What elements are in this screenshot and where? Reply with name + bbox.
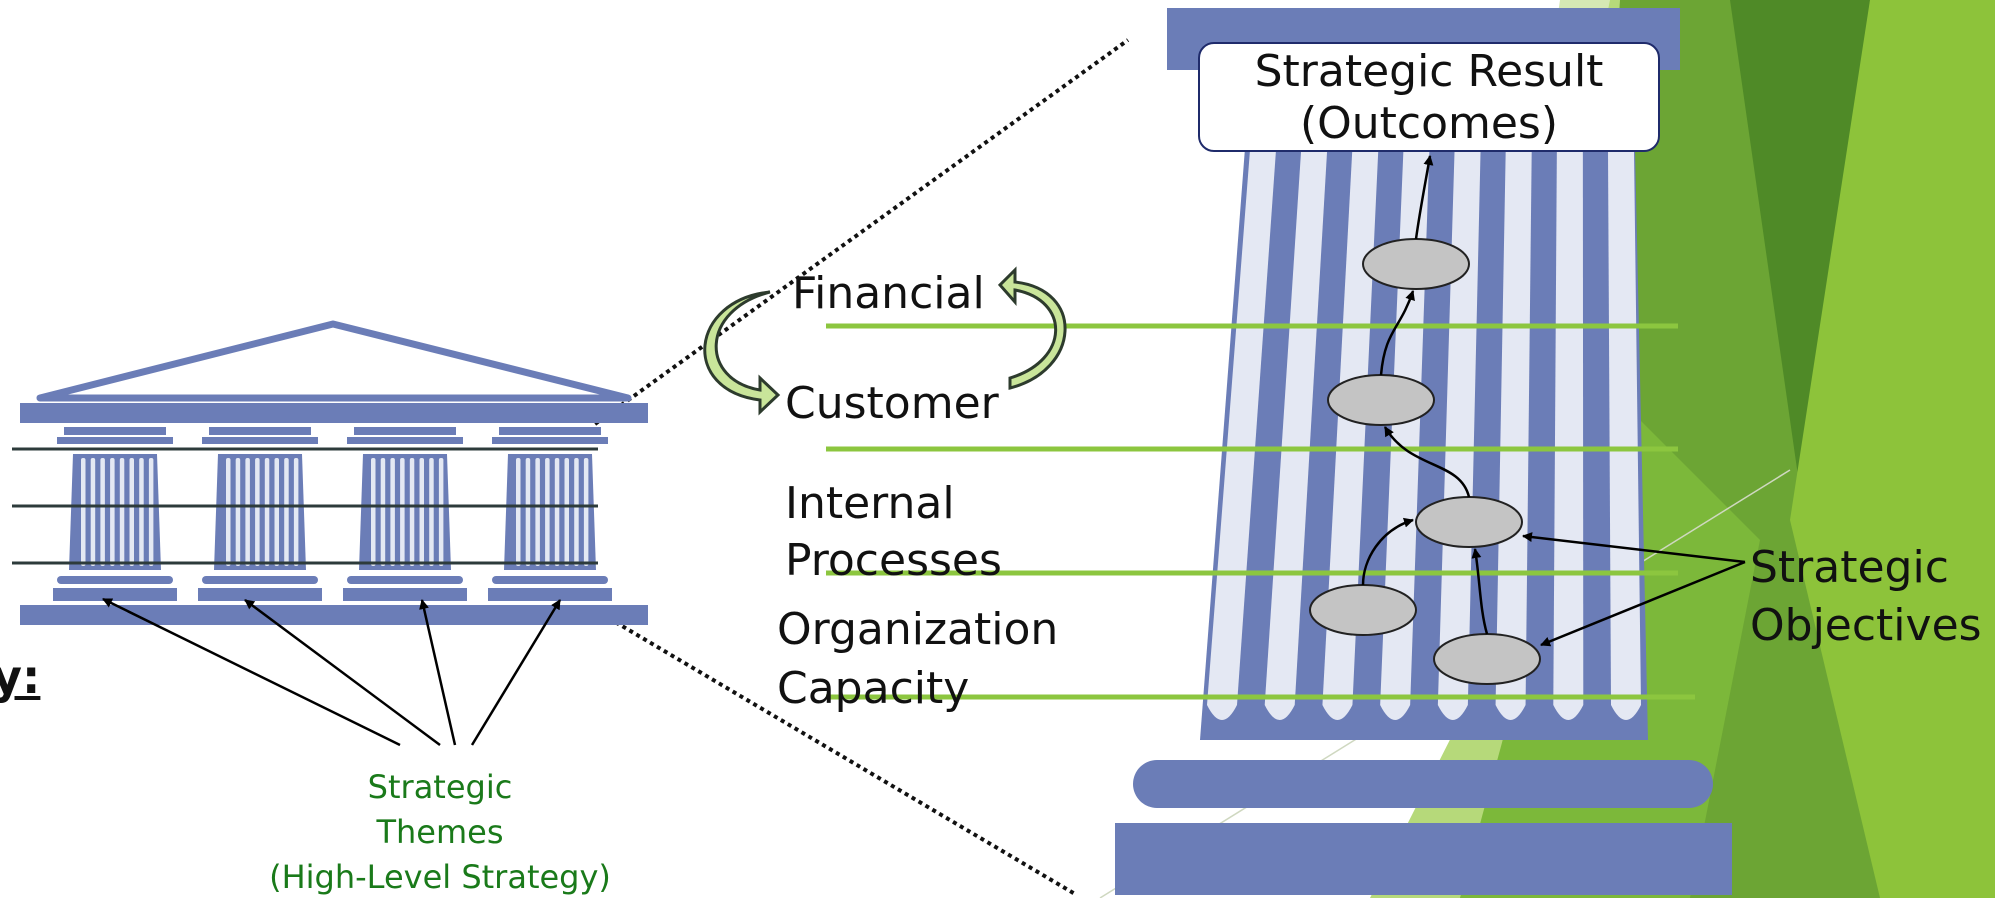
layer-label-internal: Internal: [785, 478, 955, 529]
strategic-objectives-label-1: Strategic: [1750, 542, 1949, 593]
objective-node: [1327, 374, 1435, 426]
objective-node: [1362, 238, 1470, 290]
temple-column: [198, 427, 322, 601]
cut-off-heading: y:: [0, 650, 41, 704]
cycle-arrow-right-icon: [997, 266, 1067, 390]
cycle-arrow-left-icon: [703, 290, 781, 416]
temple-column: [488, 427, 612, 601]
temple-icon: [12, 320, 648, 625]
layer-label-customer: Customer: [785, 378, 999, 429]
theme-arrows: [102, 597, 562, 747]
objective-node: [1309, 584, 1417, 636]
zoom-lines: [593, 38, 1130, 896]
layer-label-capacity: Capacity: [777, 663, 970, 714]
strategic-result-title: Strategic Result: [1254, 46, 1604, 97]
cycle-arrows: [703, 266, 1067, 416]
strategic-result-box: Strategic Result (Outcomes): [1198, 42, 1660, 152]
strategic-objectives-label-2: Objectives: [1750, 600, 1982, 651]
strategic-themes-line-2: Themes: [376, 812, 504, 851]
causal-arrows: [1361, 155, 1746, 647]
objective-node: [1433, 633, 1541, 685]
layer-label-organization: Organization: [777, 604, 1059, 655]
temple-column: [343, 427, 467, 601]
strategic-themes-line-1: Strategic: [367, 768, 513, 806]
objective-node: [1415, 496, 1523, 548]
strategic-themes-line-3: (High-Level Strategy): [269, 857, 611, 896]
objective-nodes: [1309, 238, 1541, 685]
layer-label-processes: Processes: [785, 535, 1002, 586]
temple-column: [53, 427, 177, 601]
strategic-themes-label: Strategic Themes (High-Level Strategy): [255, 765, 625, 899]
strategic-result-subtitle: (Outcomes): [1299, 98, 1559, 149]
layer-label-financial: Financial: [792, 268, 985, 319]
layer-lines: [826, 323, 1695, 700]
